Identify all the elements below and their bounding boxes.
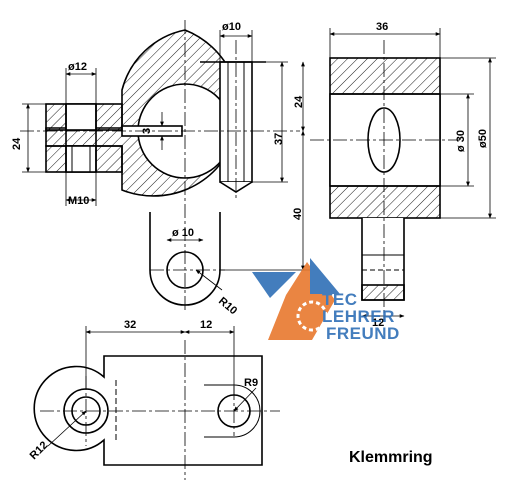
dim-24-left: 24 [11,137,23,150]
drawing-title: Klemmring [349,449,433,466]
dim-r12: R12 [28,439,51,462]
dim-m10: M10 [68,195,89,207]
dim-d10-top: ø10 [222,21,241,33]
dim-d30: ø 30 [455,130,467,152]
side-view [310,40,460,320]
dim-32: 32 [124,319,136,331]
dim-r9: R9 [244,377,258,389]
dim-12-side: 12 [372,317,384,329]
dim-d12: ø12 [68,61,87,73]
logo-line1: TEC [322,290,358,309]
dim-3: 3 [141,128,153,134]
dim-d50: ø50 [477,129,489,148]
dim-40: 40 [292,208,304,220]
front-dimensions [22,30,310,291]
dim-r10: R10 [216,295,239,317]
gear-icon [296,300,328,332]
logo-blue-triangle [252,272,296,298]
front-view [20,20,300,310]
top-dimensions [47,326,257,447]
lug-hole-bottom [65,145,97,173]
dim-37: 37 [273,133,285,145]
logo-blue-triangle-right [310,258,340,294]
logo-line2: LEHRER [322,307,395,326]
top-outline [33,355,263,466]
side-dimensions [329,28,496,318]
top-view [33,340,280,480]
dim-36: 36 [376,21,388,33]
tec-lehrer-freund-logo: TEC LEHRER FREUND [252,258,400,343]
lug-hole-top [65,103,97,131]
dim-12-top: 12 [200,319,212,331]
logo-line3: FREUND [326,324,400,343]
dim-d10-lug: ø 10 [172,227,194,239]
dim-24-mid: 24 [293,95,305,108]
